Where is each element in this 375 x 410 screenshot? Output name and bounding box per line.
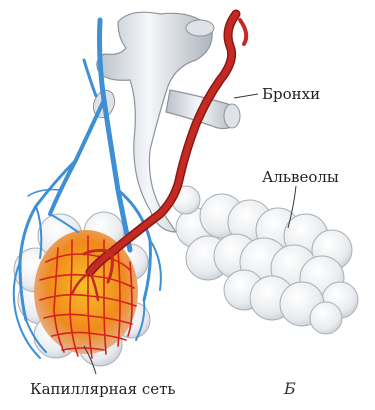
alveoli-label: Альвеолы [262,168,339,186]
capillary-net-label: Капиллярная сеть [30,380,176,398]
alveoli-cluster [172,186,358,334]
bronchi-label: Бронхи [262,85,320,103]
panel-letter: Б [283,379,296,398]
